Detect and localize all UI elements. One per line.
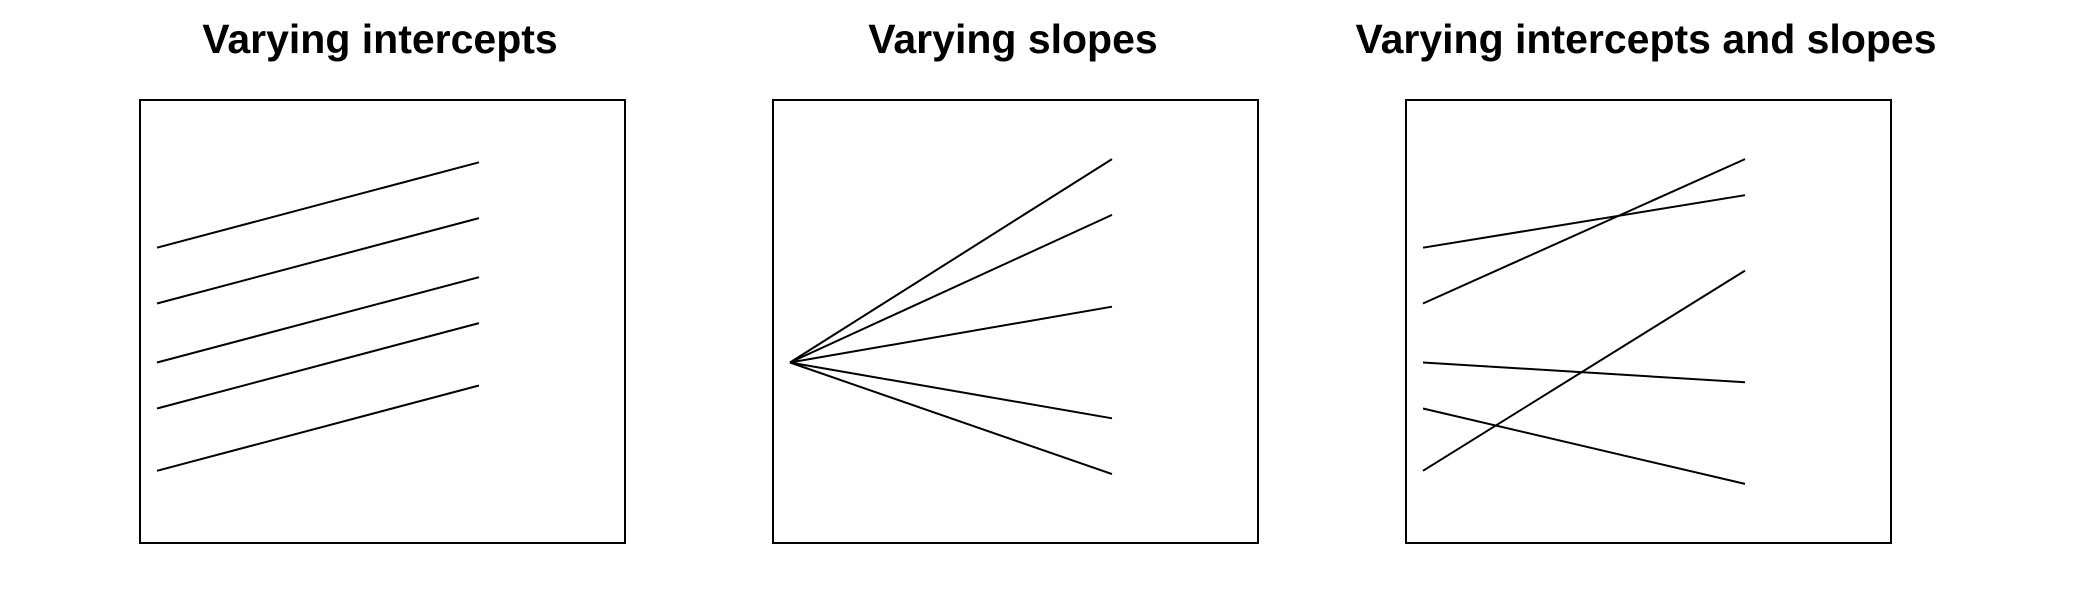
plot-frame — [1405, 99, 1892, 544]
series-group — [1422, 158, 1746, 485]
panel-varying-intercepts: Varying intercepts — [139, 16, 626, 544]
series-line-3 — [1422, 269, 1746, 472]
series-line-4 — [1422, 361, 1746, 384]
series-line-5 — [1422, 407, 1746, 485]
series-line-2 — [1422, 194, 1746, 249]
panel-title: Varying slopes — [868, 16, 1157, 62]
series-line-4 — [789, 361, 1113, 420]
series-line-3 — [156, 276, 480, 364]
series-line-5 — [156, 384, 480, 472]
series-line-2 — [156, 217, 480, 305]
series-line-1 — [1422, 158, 1746, 305]
panel-varying-slopes: Varying slopes — [772, 16, 1259, 544]
series-line-5 — [789, 361, 1113, 476]
series-line-1 — [156, 161, 480, 249]
series-group — [156, 161, 480, 472]
series-line-3 — [789, 305, 1113, 364]
panel-title: Varying intercepts and slopes — [1355, 16, 1936, 62]
series-line-2 — [789, 213, 1113, 364]
series-line-4 — [156, 322, 480, 410]
panel-title: Varying intercepts — [202, 16, 557, 62]
series-line-1 — [789, 158, 1113, 364]
plot-frame — [772, 99, 1259, 544]
series-group — [789, 158, 1113, 476]
panel-varying-intercepts-and-slopes: Varying intercepts and slopes — [1355, 16, 1937, 544]
plot-frame — [139, 99, 626, 544]
